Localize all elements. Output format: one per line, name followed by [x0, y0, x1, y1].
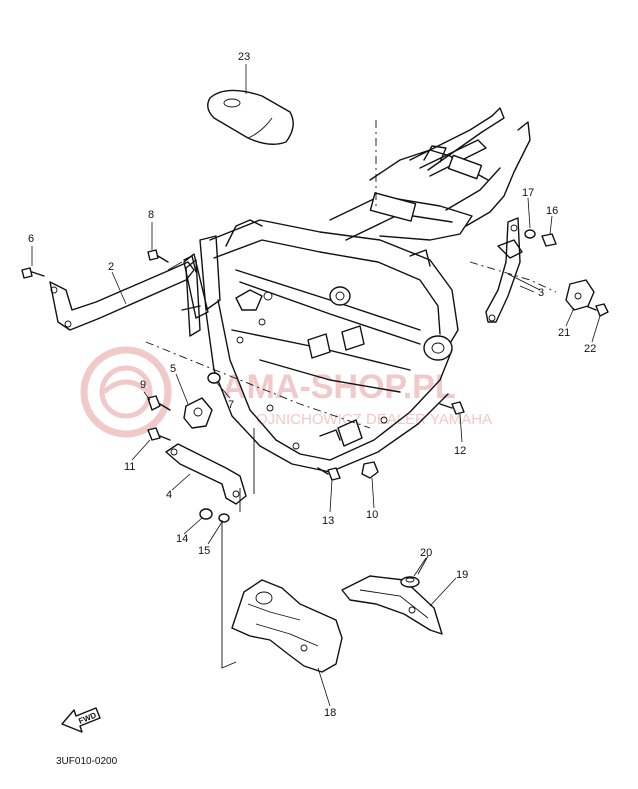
- watermark-main-text: AMA-SHOP.PL: [222, 368, 456, 406]
- center-line-rear: [469, 261, 557, 293]
- part-23-pad: [207, 89, 294, 145]
- callout-2: 2: [108, 261, 114, 273]
- center-line: [145, 341, 371, 429]
- callout-4: 4: [166, 489, 172, 501]
- assembly-guides: [167, 261, 541, 669]
- callout-7: 7: [228, 399, 234, 411]
- callout-6: 6: [28, 233, 34, 245]
- part-20-grommet: [400, 576, 420, 588]
- callout-labels: 23 8 6 2 9 5 7 11 4 14 15 12 13 10 18 19…: [28, 51, 596, 719]
- part-21-block: [565, 279, 595, 311]
- callout-9: 9: [140, 379, 146, 391]
- callout-23: 23: [238, 51, 250, 63]
- main-frame: [181, 107, 531, 473]
- watermark: AMA-SHOP.PL OJNICHOWICZ DEALER YAMAHA: [80, 346, 492, 438]
- part-19-cover: [341, 575, 443, 635]
- callout-16: 16: [546, 205, 558, 217]
- fasteners: [21, 229, 609, 523]
- leader-lines: [31, 64, 601, 707]
- callout-11: 11: [124, 461, 135, 473]
- watermark-sub-text: OJNICHOWICZ DEALER YAMAHA: [256, 411, 492, 428]
- callout-18: 18: [324, 707, 336, 719]
- callout-5: 5: [170, 363, 176, 375]
- part-4-bracket: [165, 443, 247, 505]
- callout-12: 12: [454, 445, 466, 457]
- part-3-bracket: [485, 217, 523, 323]
- callout-19: 19: [456, 569, 468, 581]
- part-5-plate: [183, 397, 213, 429]
- callout-17: 17: [522, 187, 534, 199]
- callout-3: 3: [538, 287, 544, 299]
- drawing-code: 3UF010-0200: [56, 756, 118, 767]
- callout-15: 15: [198, 545, 210, 557]
- callout-8: 8: [148, 209, 154, 221]
- part-18-cover: [231, 579, 343, 673]
- part-2-bracket: [49, 255, 197, 331]
- callout-13: 13: [322, 515, 334, 527]
- callout-22: 22: [584, 343, 596, 355]
- callout-14: 14: [176, 533, 188, 545]
- callout-20: 20: [420, 547, 432, 559]
- fwd-arrow-icon: FWD: [61, 707, 101, 733]
- callout-21: 21: [558, 327, 570, 339]
- callout-10: 10: [366, 509, 378, 521]
